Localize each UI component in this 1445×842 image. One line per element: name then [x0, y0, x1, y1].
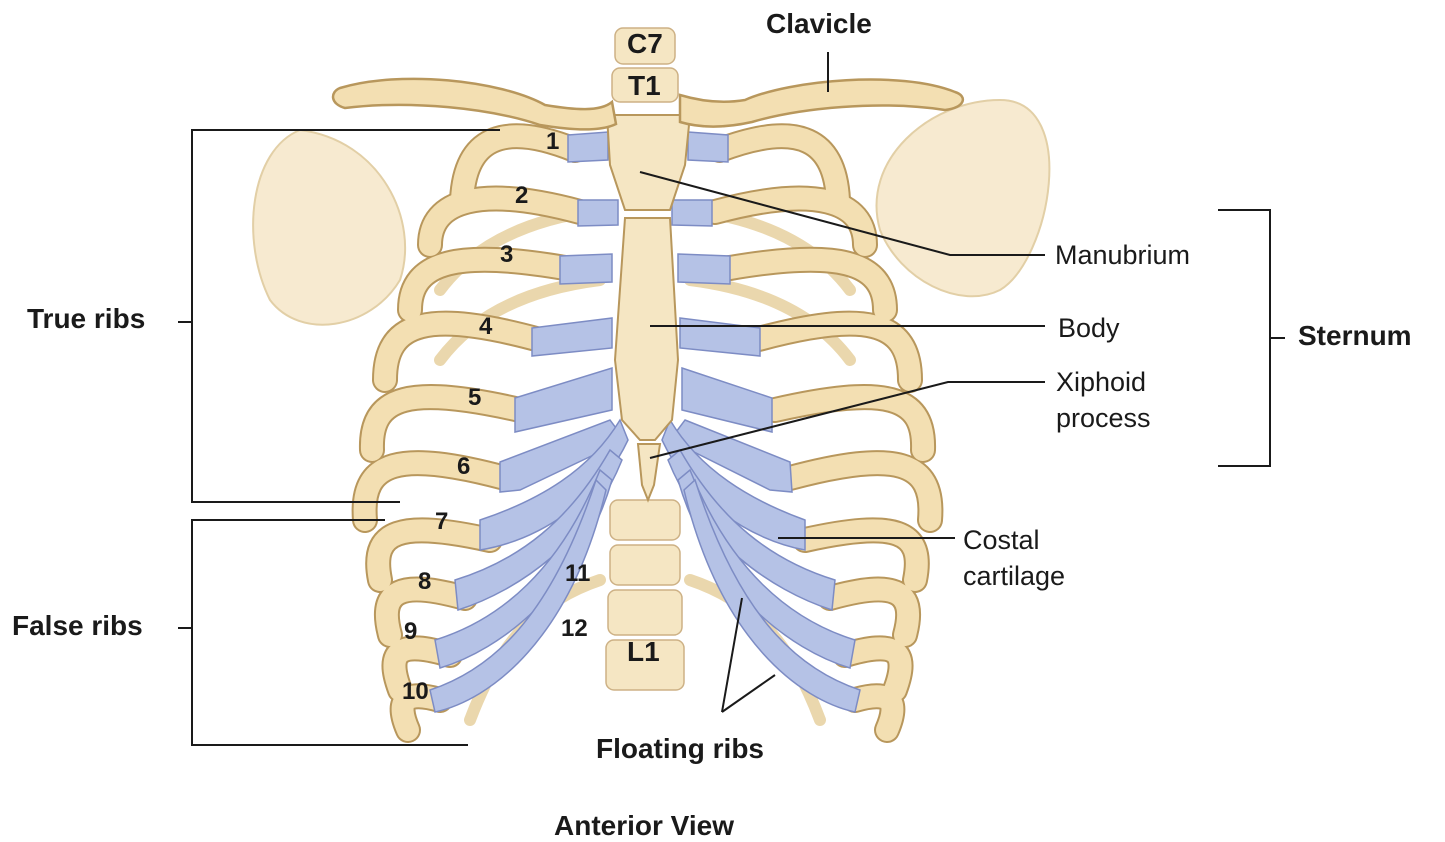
scapula-right — [877, 100, 1050, 296]
false-ribs-label: False ribs — [12, 612, 143, 640]
rib-number-5: 5 — [468, 386, 481, 410]
rib-number-12: 12 — [561, 617, 588, 641]
c7-label: C7 — [627, 30, 663, 58]
anterior-view-caption: Anterior View — [554, 812, 734, 840]
costal-cartilage-left — [430, 132, 628, 712]
rib-number-4: 4 — [479, 315, 492, 339]
costal-cartilage-right — [662, 132, 860, 712]
rib-number-8: 8 — [418, 570, 431, 594]
floating-ribs-label: Floating ribs — [596, 735, 764, 763]
manubrium-label: Manubrium — [1055, 242, 1190, 269]
costal-cartilage-label: Costal cartilage — [963, 522, 1065, 595]
rib-number-9: 9 — [404, 620, 417, 644]
clavicle-label: Clavicle — [766, 10, 872, 38]
xiphoid-process-label: Xiphoid process — [1056, 364, 1151, 437]
t1-label: T1 — [628, 72, 661, 100]
rib-number-7: 7 — [435, 510, 448, 534]
rib-number-6: 6 — [457, 455, 470, 479]
rib-number-11: 11 — [565, 562, 590, 586]
xiphoid-label-line1: Xiphoid — [1056, 364, 1151, 400]
rib-number-3: 3 — [500, 243, 513, 267]
costal-label-line1: Costal — [963, 522, 1065, 558]
rib-number-2: 2 — [515, 184, 528, 208]
xiphoid-label-line2: process — [1056, 400, 1151, 436]
body-label: Body — [1058, 315, 1120, 342]
true-ribs-label: True ribs — [27, 305, 145, 333]
l1-label: L1 — [627, 638, 660, 666]
rib-number-1: 1 — [546, 130, 559, 154]
sternum-label: Sternum — [1298, 322, 1412, 350]
costal-label-line2: cartilage — [963, 558, 1065, 594]
rib-number-10: 10 — [402, 680, 429, 704]
scapula-left — [253, 130, 405, 325]
